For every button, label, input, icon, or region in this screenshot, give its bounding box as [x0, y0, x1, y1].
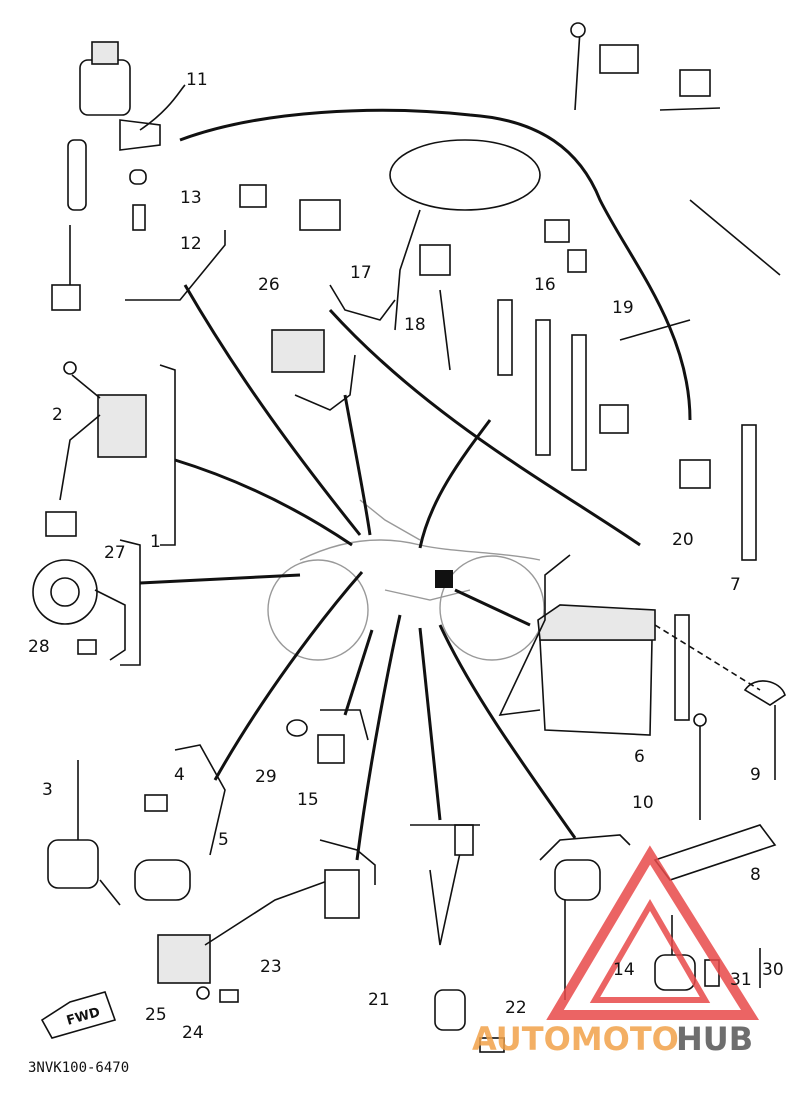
forward-arrow-icon: FWD [40, 991, 117, 1039]
drawing-code: 3NVK100-6470 [28, 1060, 129, 1076]
horn-part [32, 559, 126, 661]
relay-part [271, 329, 325, 373]
callout-29: 29 [255, 767, 277, 787]
callout-6: 6 [634, 747, 645, 767]
callout-31: 31 [730, 970, 752, 990]
battery-location-marker [435, 570, 453, 588]
callout-11: 11 [186, 70, 208, 90]
main-switch-part [51, 41, 186, 311]
callout-19: 19 [612, 298, 634, 318]
callout-10: 10 [632, 793, 654, 813]
cdi-unit-part [157, 869, 360, 1003]
callout-25: 25 [145, 1005, 167, 1025]
callout-18: 18 [404, 315, 426, 335]
wire-harness-part [179, 22, 781, 489]
callout-12: 12 [180, 234, 202, 254]
ignition-coil-part [47, 760, 191, 906]
callout-22: 22 [505, 998, 527, 1018]
callout-7: 7 [730, 575, 741, 595]
bracket-lines [119, 230, 761, 988]
callout-13: 13 [180, 188, 202, 208]
battery-part [537, 604, 786, 820]
callout-23: 23 [260, 957, 282, 977]
neutral-switch-part [286, 719, 345, 764]
watermark-text-hub: HUB [676, 1020, 753, 1058]
callout-28: 28 [28, 637, 50, 657]
leader-lines [139, 284, 641, 861]
callout-2: 2 [52, 405, 63, 425]
callout-5: 5 [218, 830, 229, 850]
callout-27: 27 [104, 543, 126, 563]
callout-15: 15 [297, 790, 319, 810]
sidestand-switch-part [554, 859, 720, 1000]
callout-1: 1 [150, 532, 161, 552]
callout-24: 24 [182, 1023, 204, 1043]
callout-4: 4 [174, 765, 185, 785]
callout-labels: 1 2 3 4 5 6 7 8 9 10 11 12 13 14 15 16 1… [28, 70, 784, 1043]
rectifier-regulator-part [45, 361, 147, 537]
watermark-logo: AUTOMOTO HUB [472, 845, 760, 1058]
callout-8: 8 [750, 865, 761, 885]
callout-9: 9 [750, 765, 761, 785]
callout-30: 30 [762, 960, 784, 980]
callout-26: 26 [258, 275, 280, 295]
callout-16: 16 [534, 275, 556, 295]
callout-20: 20 [672, 530, 694, 550]
callout-3: 3 [42, 780, 53, 800]
cable-ties-part [497, 299, 757, 561]
callout-21: 21 [368, 990, 390, 1010]
callout-14: 14 [613, 960, 635, 980]
callout-17: 17 [350, 263, 372, 283]
watermark-text-auto: AUTOMOTO [472, 1020, 679, 1058]
brake-switch-part [429, 824, 505, 1053]
